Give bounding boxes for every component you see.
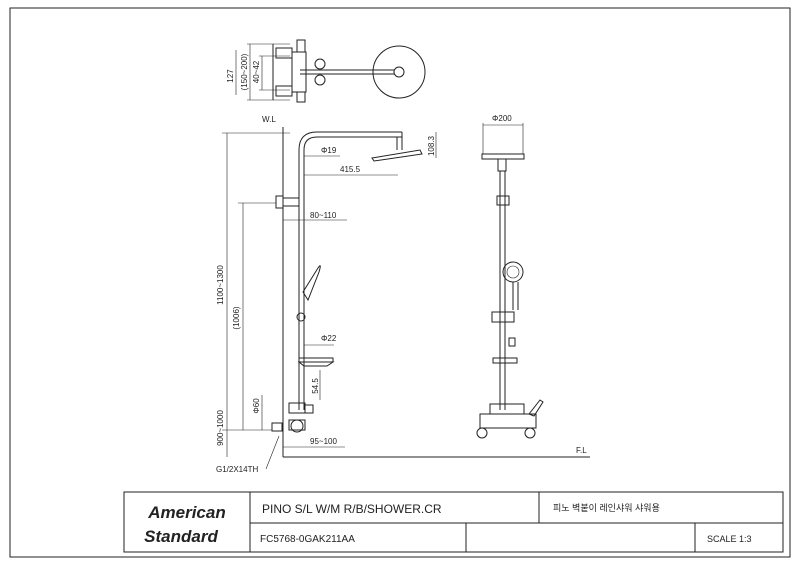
dim-108-3: 108.3 (427, 135, 436, 156)
dim-phi60: Φ60 (252, 398, 261, 414)
dim-95-100: 95~100 (310, 437, 337, 446)
dim-phi22: Φ22 (321, 334, 337, 343)
top-view: 127 (150~200) 40~42 (226, 39, 426, 103)
scale-label: SCALE 1:3 (707, 534, 752, 544)
label-thread: G1/2X14TH (216, 465, 258, 474)
dim-1100-1300: 1100~1300 (216, 265, 225, 305)
dim-80-110: 80~110 (310, 211, 337, 220)
drawing-border (9, 7, 791, 558)
dim-150-200: (150~200) (240, 53, 249, 90)
model-code: FC5768-0GAK211AA (260, 534, 355, 545)
product-name: PINO S/L W/M R/B/SHOWER.CR (262, 502, 442, 516)
dim-54-5: 54.5 (311, 378, 320, 394)
label-fl: F.L (576, 446, 587, 455)
brand-logo-line1: American (147, 503, 225, 522)
brand-logo-line2: Standard (144, 527, 218, 546)
dim-1006: (1006) (232, 306, 241, 329)
dim-900-1000: 900~1000 (216, 410, 225, 446)
dim-40-42: 40~42 (252, 60, 261, 83)
front-view: Φ200 (476, 114, 544, 439)
dim-415-5: 415.5 (340, 165, 361, 174)
dim-127: 127 (226, 69, 235, 83)
side-view: W.L F.L 108.3 Φ19 415.5 80~110 Φ22 54 (216, 115, 590, 474)
korean-name: 피노 벽붙이 레인샤워 샤워용 (553, 503, 660, 513)
dim-phi19: Φ19 (321, 146, 337, 155)
dim-phi200: Φ200 (492, 114, 512, 123)
title-block: American Standard PINO S/L W/M R/B/SHOWE… (123, 491, 784, 553)
label-wl: W.L (262, 115, 276, 124)
